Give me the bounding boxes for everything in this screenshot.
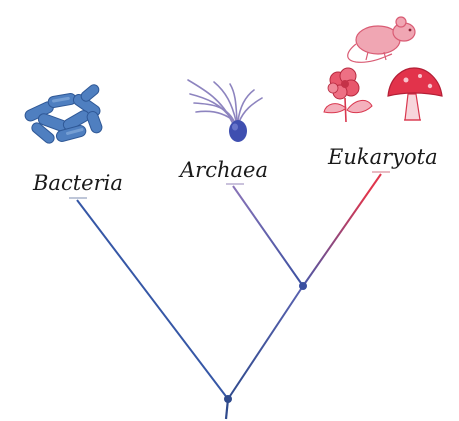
- archaea-eukaryota-node: [299, 282, 307, 290]
- flower-icon: [324, 68, 372, 122]
- archaea-label: Archaea: [178, 158, 268, 182]
- eukaryota-label: Eukaryota: [327, 145, 438, 169]
- rat-flower-mushroom-icon: [324, 17, 442, 122]
- root-node: [224, 395, 232, 403]
- archaea-branch: [233, 186, 303, 286]
- rod-bacteria-icon: [23, 83, 103, 145]
- bacteria-branch: [77, 200, 228, 399]
- flagellated-archaea-icon: [188, 80, 262, 142]
- mushroom-icon: [388, 68, 442, 120]
- eukaryota-branch: [303, 174, 381, 286]
- bacteria-label: Bacteria: [32, 171, 123, 195]
- neomura-branch: [228, 286, 303, 399]
- rat-icon: [348, 17, 415, 62]
